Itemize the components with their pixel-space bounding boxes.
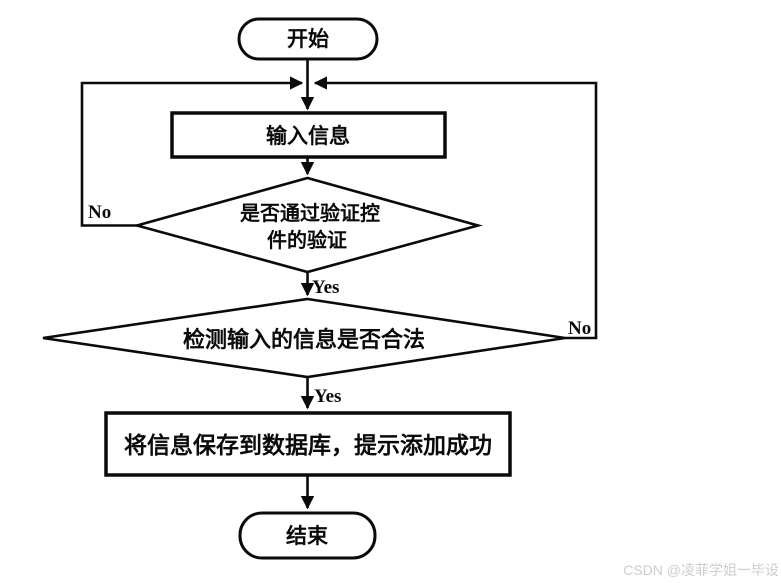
validation-yes-label: Yes [312, 277, 339, 298]
input-process-box [170, 111, 447, 159]
validation-no-label: No [88, 202, 111, 223]
save-step-label: 将信息保存到数据库，提示添加成功 [124, 432, 492, 458]
end-terminator [238, 511, 377, 560]
legality-decision-label: 检测输入的信息是否合法 [183, 327, 425, 352]
validation-decision-label-line2: 件的验证 [267, 228, 347, 252]
validation-decision-diamond [132, 176, 483, 274]
start-label: 开始 [287, 27, 329, 51]
connector-legality-no-loop [313, 76, 598, 340]
start-terminator [237, 17, 379, 61]
input-step-label: 输入信息 [266, 124, 350, 148]
save-process-box [104, 411, 512, 477]
validation-decision-label-line1: 是否通过验证控 [239, 201, 380, 225]
watermark-text: CSDN @凌菲学姐一毕设 [623, 562, 779, 578]
legality-decision-diamond [42, 297, 566, 379]
connector-validation-no-loop [80, 76, 304, 227]
end-label: 结束 [286, 524, 329, 548]
legality-no-label: No [568, 318, 591, 339]
legality-yes-label: Yes [314, 386, 341, 407]
